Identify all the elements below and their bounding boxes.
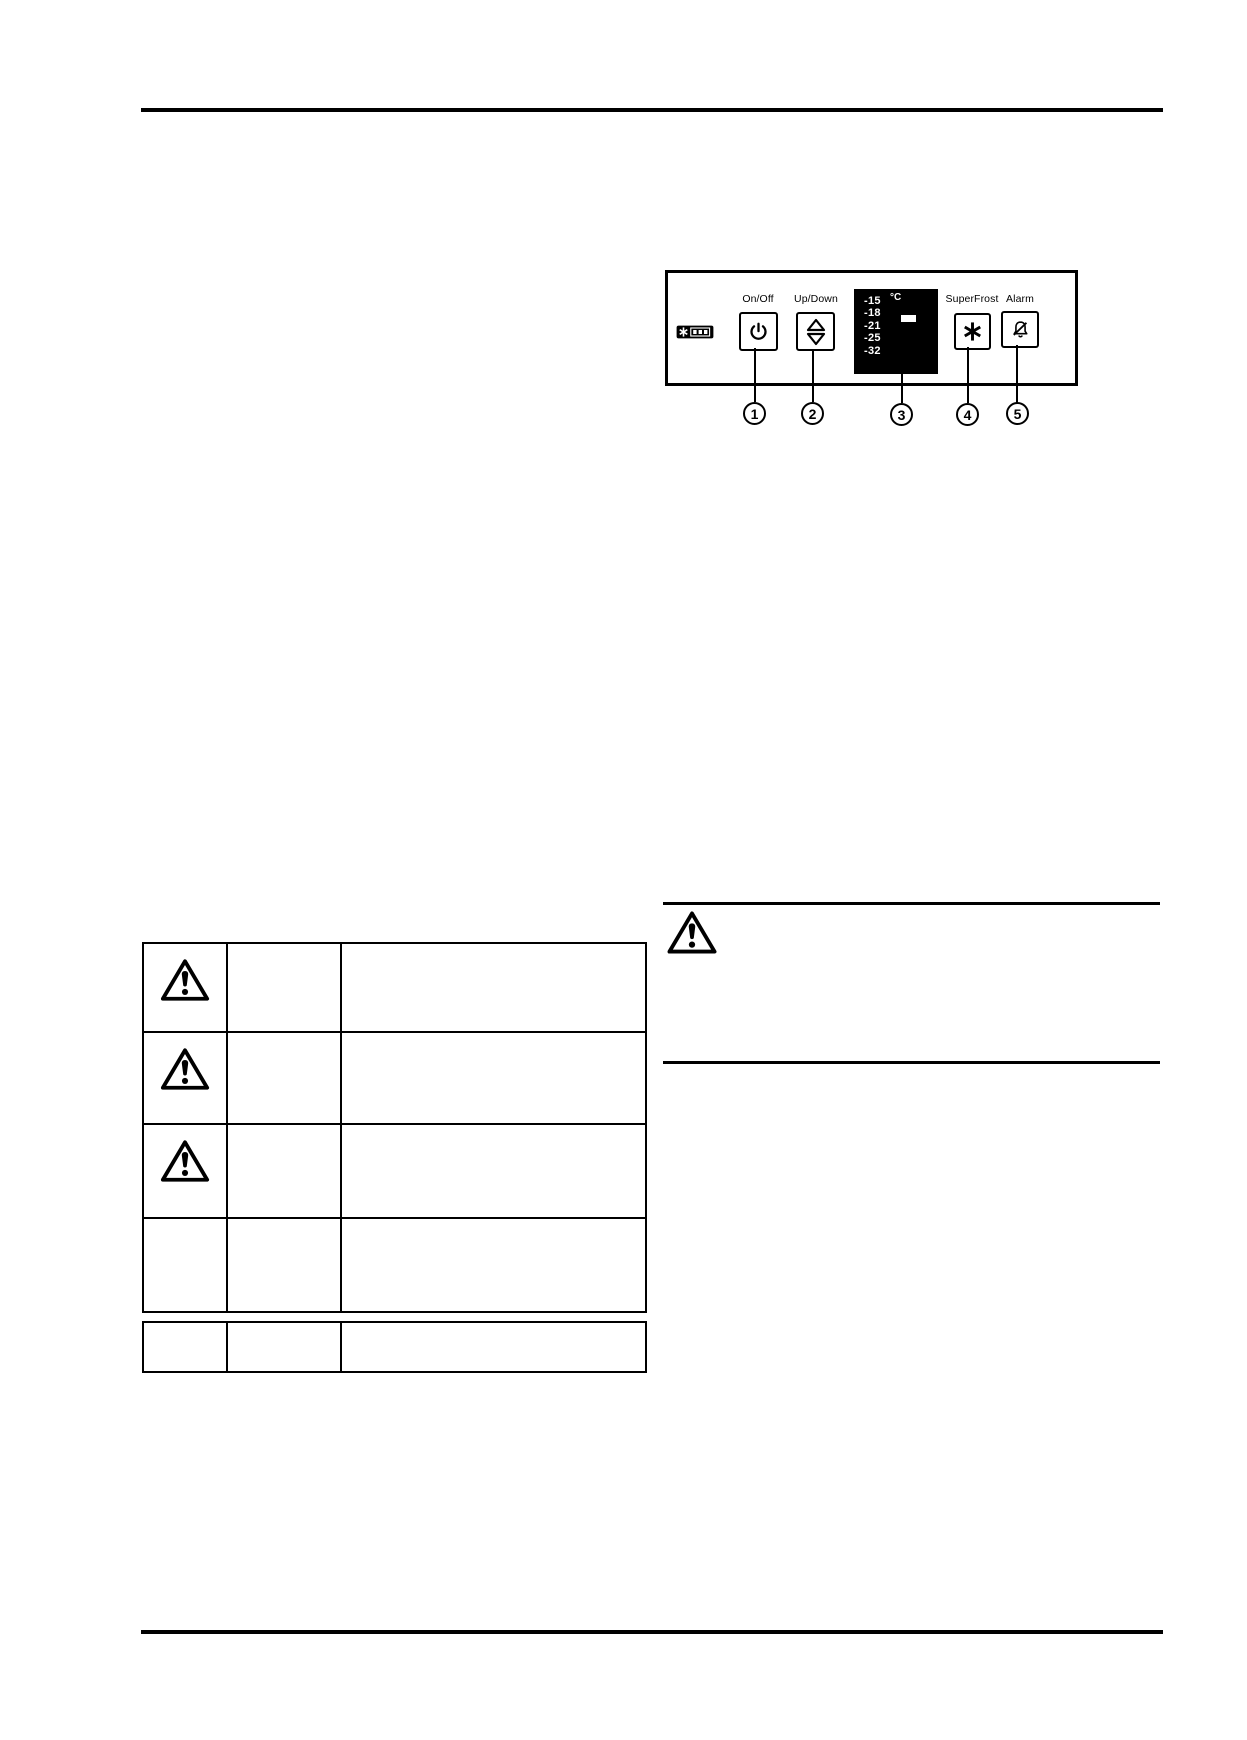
warning-triangle-icon [160,959,210,1001]
snowflake-asterisk-icon [964,322,981,341]
callout-number: 5 [1013,405,1022,422]
superfrost-button [954,313,991,350]
bell-muted-icon [1012,321,1028,338]
superfrost-label: SuperFrost [945,293,999,305]
warning-section-bottom-rule [663,1061,1160,1064]
legend-row-3-icon-cell [144,1125,228,1219]
alarm-label: Alarm [1006,293,1034,305]
legend-row-3-description-cell [342,1125,645,1219]
temp-value: -25 [864,332,881,345]
warning-legend-table [142,942,647,1313]
callout-number: 2 [808,405,817,422]
callout-3: 3 [890,403,913,426]
callout-stem-4 [967,347,969,403]
callout-5: 5 [1006,402,1029,425]
callout-stem-3 [901,371,903,403]
alarm-button [1001,311,1039,348]
callout-1: 1 [743,402,766,425]
legend-footer-icon-cell [144,1323,228,1371]
callout-stem-2 [812,349,814,402]
warning-legend-footer-row [142,1321,647,1373]
up-down-arrows-icon [806,318,825,345]
temperature-display: °C -15 -18 -21 -25 -32 [854,289,938,374]
legend-row-1-icon-cell [144,944,228,1033]
set-temperature-indicator [901,315,916,322]
legend-row-4-term-cell [228,1219,342,1311]
control-panel-figure: On/Off Up/Down °C -15 -18 -21 -25 -32 [665,270,1078,386]
legend-row-1-description-cell [342,944,645,1033]
callout-4: 4 [956,403,979,426]
legend-row-3-term-cell [228,1125,342,1219]
temp-value: -15 [864,295,881,307]
callout-stem-5 [1016,345,1018,403]
top-page-rule [141,108,1163,112]
callout-number: 3 [897,406,906,423]
display-unit-label: °C [890,292,902,303]
callout-stem-1 [754,348,756,402]
legend-row-2-term-cell [228,1033,342,1125]
warning-triangle-icon [160,1048,210,1090]
legend-row-4-description-cell [342,1219,645,1311]
on-off-button [739,312,778,351]
legend-row-1-term-cell [228,944,342,1033]
power-icon [750,322,767,340]
on-off-label: On/Off [742,293,774,305]
bottom-page-rule [141,1630,1163,1634]
up-down-label: Up/Down [794,293,838,305]
legend-footer-term-cell [228,1323,342,1371]
up-down-button [796,312,835,351]
callout-number: 1 [750,405,759,422]
warning-triangle-icon [160,1140,210,1182]
warning-triangle-icon [667,911,717,954]
temp-value: -18 [864,307,881,320]
legend-row-2-icon-cell [144,1033,228,1125]
warning-note [666,909,718,961]
legend-row-2-description-cell [342,1033,645,1125]
callout-2: 2 [801,402,824,425]
temp-value: -21 [864,319,881,332]
temperature-scale: -15 -18 -21 -25 -32 [864,295,881,357]
temp-value: -32 [864,344,881,357]
legend-row-4-icon-cell [144,1219,228,1311]
freezer-star-rating-icon [676,325,714,339]
legend-footer-description-cell [342,1323,645,1371]
callout-number: 4 [963,406,972,423]
warning-section-top-rule [663,902,1160,905]
